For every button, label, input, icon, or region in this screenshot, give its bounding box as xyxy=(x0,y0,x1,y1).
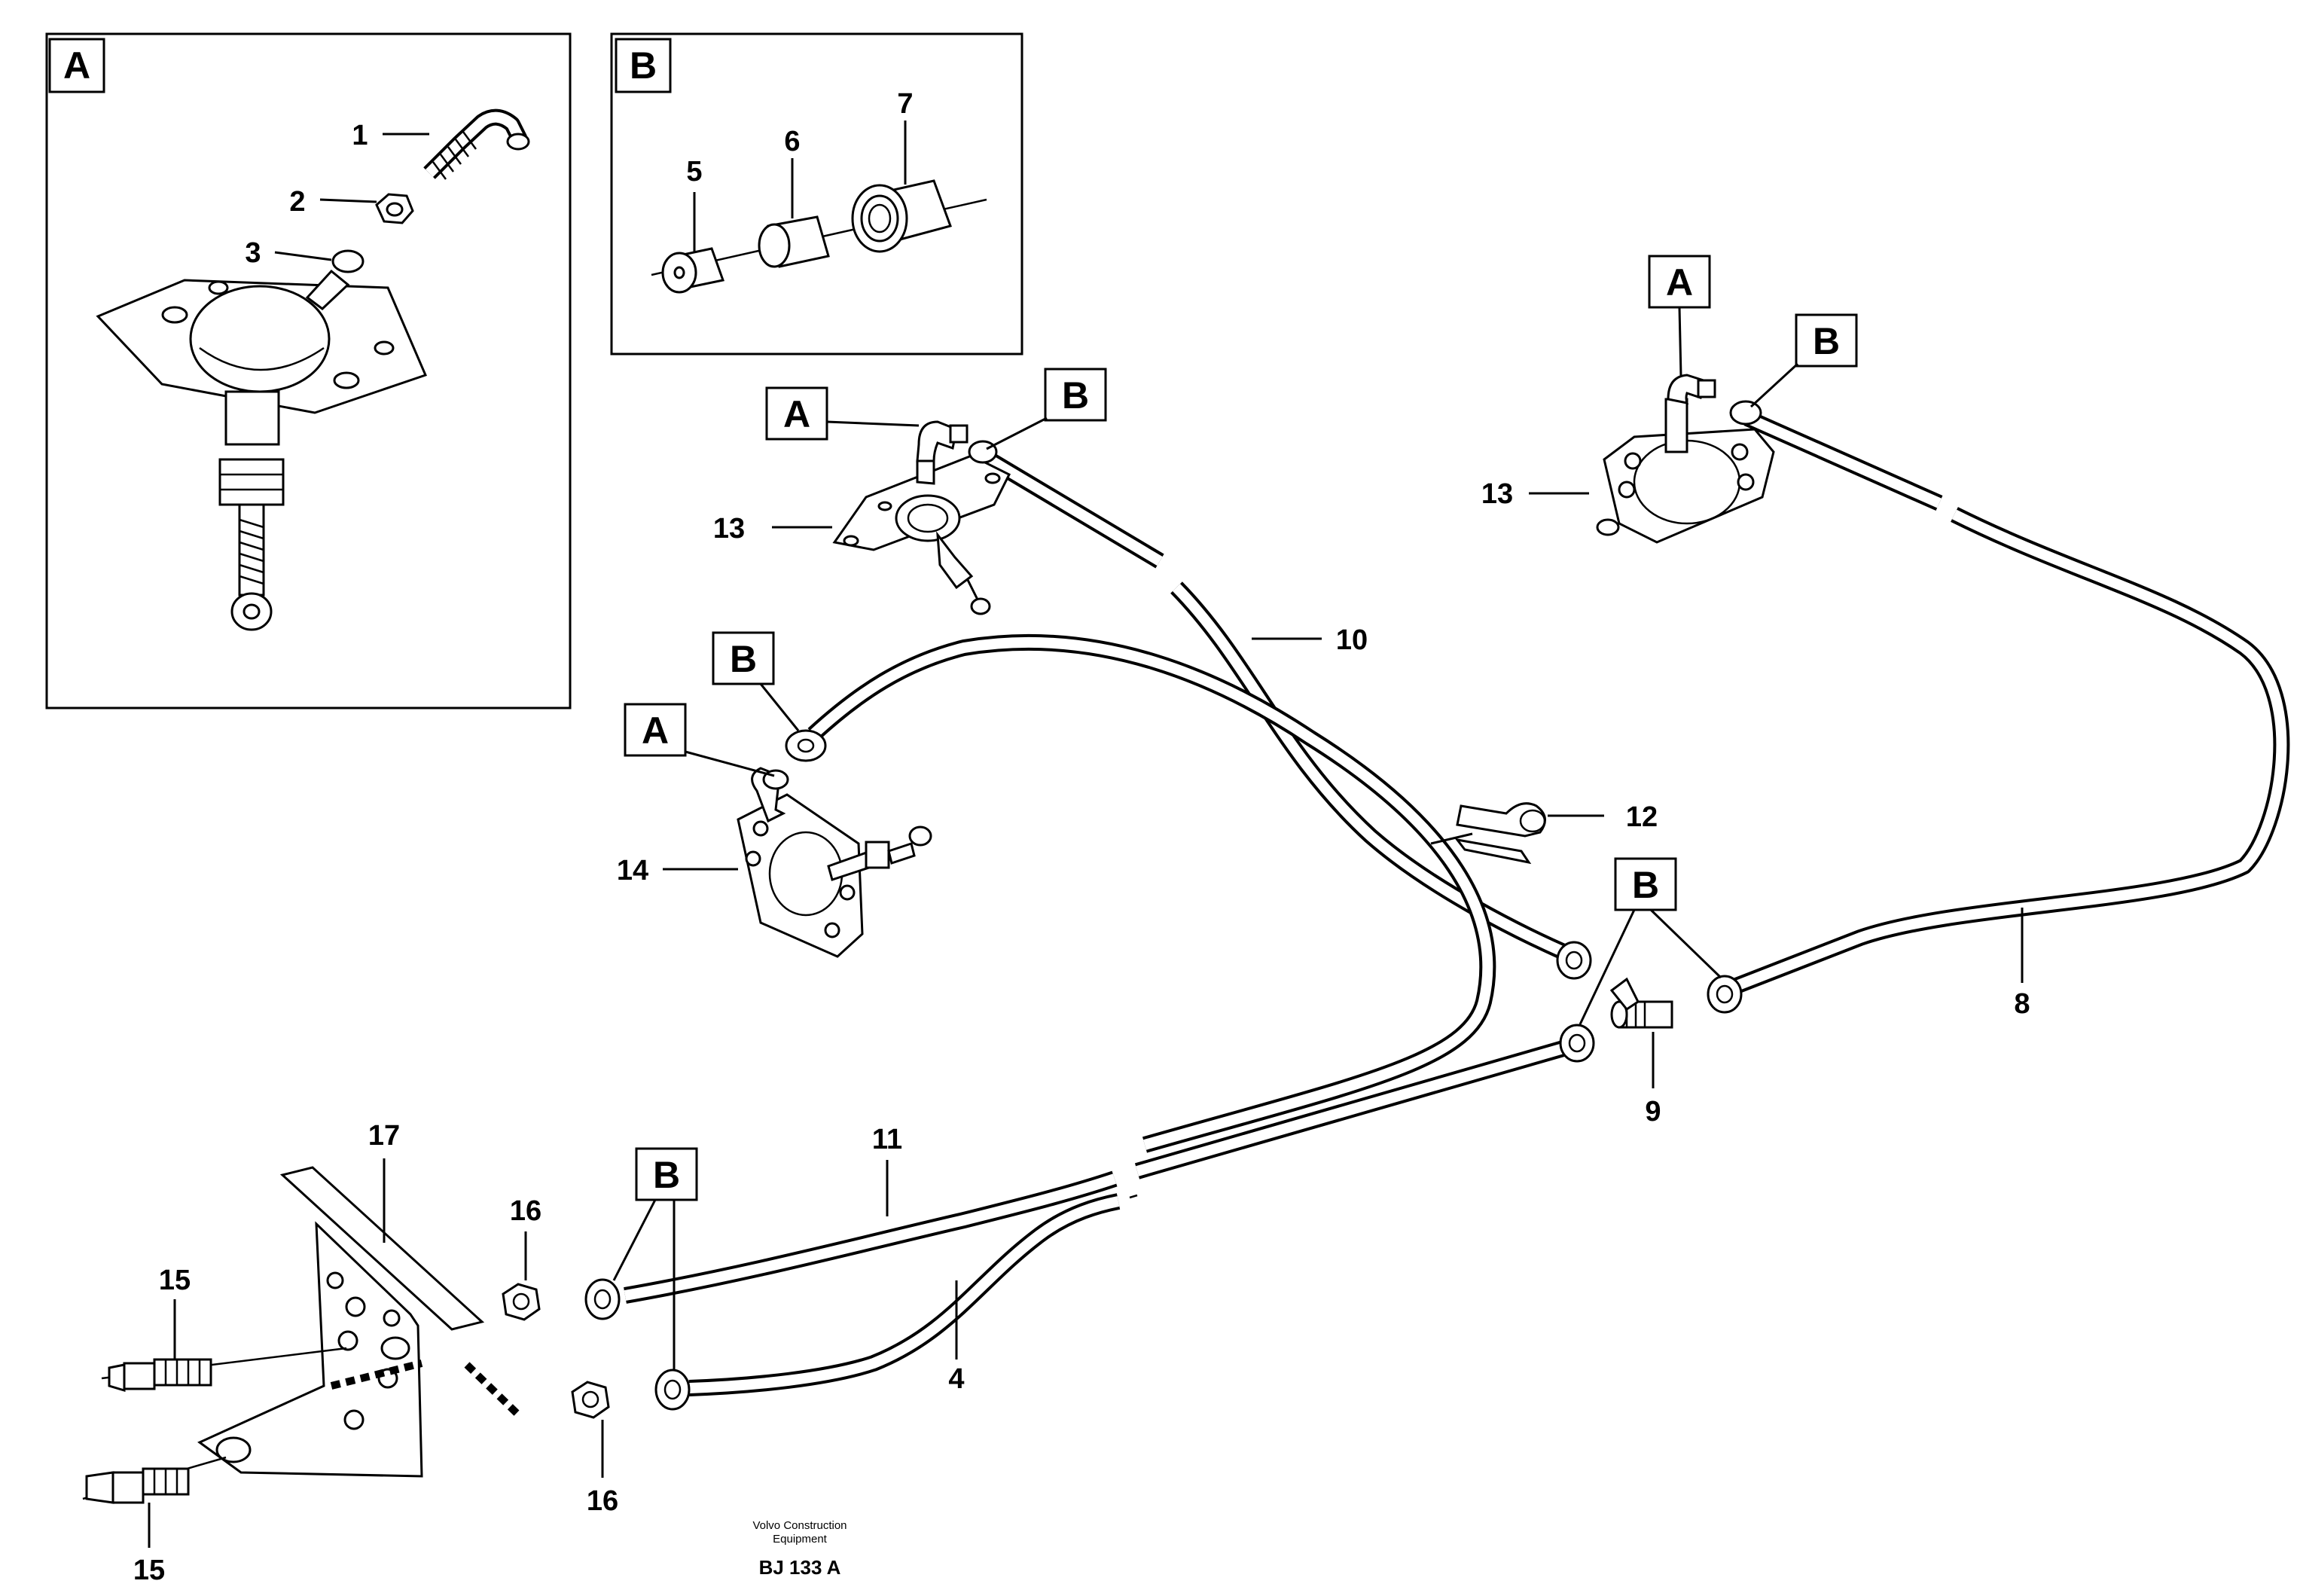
pipe-8 xyxy=(1722,410,2290,999)
pipe-4 xyxy=(688,1193,1138,1396)
marker-b-centre: B xyxy=(986,368,1107,450)
elbow-union-part-1 xyxy=(423,108,530,180)
footer-drawing-ref: BJ 133 A xyxy=(759,1556,841,1579)
marker-a-14: A xyxy=(624,703,775,777)
detail-box-a-title: A xyxy=(63,44,90,87)
bulkhead-union-part-15-lower xyxy=(82,1456,227,1504)
svg-text:A: A xyxy=(642,710,669,752)
nut-part-2 xyxy=(375,193,414,224)
nut-pipe-11-start xyxy=(584,1278,621,1320)
nut-pipe-11-end xyxy=(1559,1024,1595,1063)
bracket-part-17 xyxy=(197,1166,523,1478)
callout-16-lower: 16 xyxy=(587,1485,618,1517)
fitting-13-right xyxy=(1596,374,1775,544)
nut-part-16-lower xyxy=(571,1381,610,1419)
marker-b-right: B xyxy=(1749,313,1858,408)
fitting-13-centre xyxy=(832,420,1011,615)
detail-box-b-title: B xyxy=(630,44,657,87)
detail-box-a: A xyxy=(45,32,572,710)
footer-company-line2: Equipment xyxy=(773,1533,828,1546)
callout-13-centre: 13 xyxy=(713,513,745,545)
base-assembly-part-a xyxy=(96,269,428,631)
marker-b-tee: B xyxy=(1579,857,1722,1025)
svg-text:A: A xyxy=(1666,261,1693,304)
callout-2: 2 xyxy=(289,186,305,218)
callout-6: 6 xyxy=(784,126,800,157)
nut-part-16-upper xyxy=(502,1283,541,1321)
callout-7: 7 xyxy=(897,88,913,120)
callout-1: 1 xyxy=(352,120,368,151)
bulkhead-union-part-15-upper xyxy=(101,1347,347,1393)
pipe-11 xyxy=(624,1035,1585,1304)
svg-text:B: B xyxy=(1813,320,1840,362)
callout-15-upper: 15 xyxy=(159,1265,191,1296)
nut-pipe-10-end xyxy=(1556,941,1592,980)
detail-box-b: B 5 6 7 xyxy=(610,32,1023,356)
pipe-to-fitting-14 xyxy=(807,633,1496,1153)
callout-13-right: 13 xyxy=(1481,478,1513,510)
nut-pipe-4-start xyxy=(654,1369,691,1411)
callout-4: 4 xyxy=(948,1363,964,1395)
marker-b-14: B xyxy=(712,631,800,731)
callout-15-lower: 15 xyxy=(133,1555,165,1586)
clamp-part-12 xyxy=(1454,802,1546,865)
marker-a-right: A xyxy=(1648,255,1711,377)
callout-17: 17 xyxy=(368,1120,400,1152)
ferrule-part-6 xyxy=(758,215,830,268)
fitting-14 xyxy=(737,729,932,958)
callout-14: 14 xyxy=(617,855,648,886)
callout-3: 3 xyxy=(245,237,261,269)
tee-fitting-part-9 xyxy=(1609,977,1673,1029)
svg-text:B: B xyxy=(653,1154,680,1196)
callout-5: 5 xyxy=(686,156,702,188)
svg-text:A: A xyxy=(783,393,810,435)
callout-10: 10 xyxy=(1336,624,1368,656)
callout-16-upper: 16 xyxy=(510,1195,541,1227)
nut-pipe-8-end xyxy=(1707,975,1743,1014)
union-nut-part-7 xyxy=(851,179,952,253)
callout-9: 9 xyxy=(1645,1096,1661,1128)
marker-b-bracket: B xyxy=(612,1147,698,1369)
callout-8: 8 xyxy=(2014,988,2030,1020)
svg-text:B: B xyxy=(730,638,757,680)
marker-a-centre: A xyxy=(765,386,920,441)
footer-company-line1: Volvo Construction xyxy=(752,1519,847,1532)
svg-text:B: B xyxy=(1062,374,1089,417)
callout-12: 12 xyxy=(1626,801,1658,833)
o-ring-part-3 xyxy=(331,249,365,273)
sleeve-part-5 xyxy=(661,247,724,294)
pipe-10 xyxy=(978,448,1578,965)
svg-text:B: B xyxy=(1632,864,1659,906)
callout-11: 11 xyxy=(872,1124,902,1155)
